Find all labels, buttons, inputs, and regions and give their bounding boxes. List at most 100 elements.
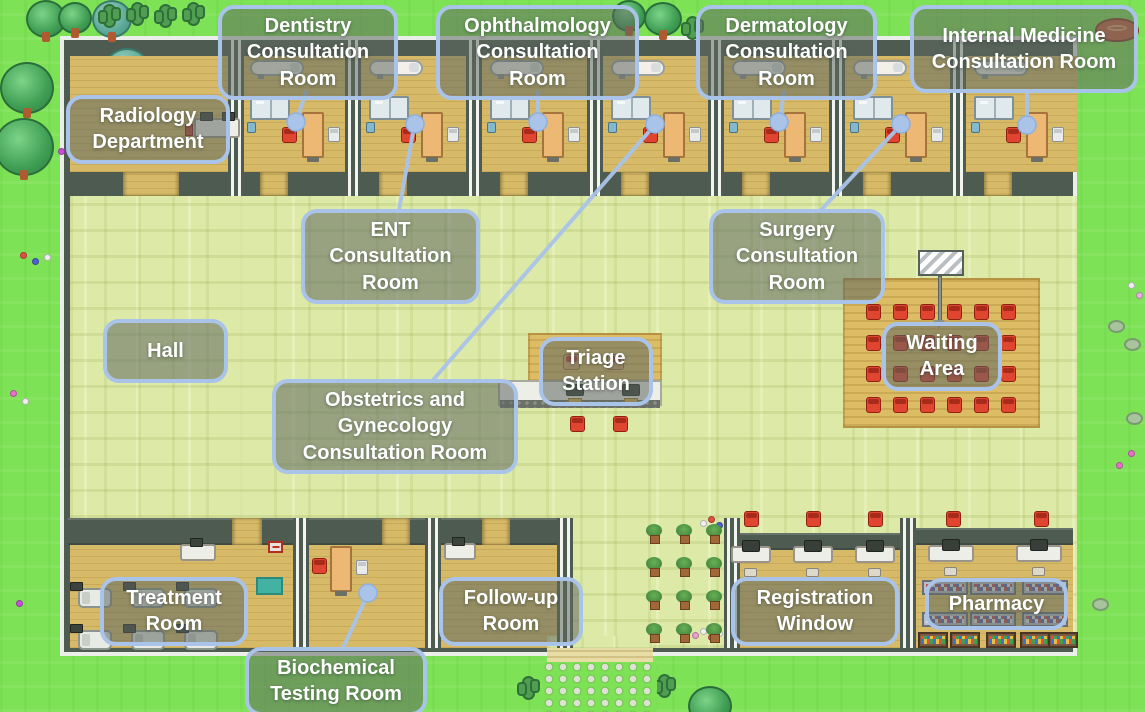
room-label-pharmacy: Pharmacy <box>925 578 1068 630</box>
bush-icon <box>1108 320 1125 333</box>
flower-icon <box>20 252 27 259</box>
waiting-chair-icon <box>1001 304 1016 320</box>
registration-monitor-icon <box>742 540 760 552</box>
followup-room-door <box>482 518 510 545</box>
registration-stool-icon <box>868 568 881 577</box>
potted-plant-icon <box>706 623 722 643</box>
consultation-room-door <box>500 172 528 196</box>
lab-desk-icon <box>330 546 352 596</box>
treatment-monitor-icon <box>190 538 203 547</box>
pharmacy-stool-icon <box>1032 567 1045 576</box>
consultation-desk-icon <box>784 112 806 162</box>
medicine-display-shelf-icon <box>950 632 980 648</box>
patient-chair-icon <box>401 127 416 143</box>
biochemical-room-door <box>382 518 410 545</box>
tree-icon <box>0 62 54 114</box>
cactus-icon <box>98 4 121 28</box>
consultation-room-door <box>621 172 649 196</box>
sink-icon <box>729 122 738 133</box>
cactus-icon <box>653 674 676 698</box>
room-label-hall: Hall <box>103 319 228 383</box>
radiology-door <box>123 172 179 196</box>
potted-plant-icon <box>676 524 692 544</box>
room-label-surgery: Surgery Consultation Room <box>709 209 885 305</box>
sink-icon <box>608 122 617 133</box>
consultation-desk-icon <box>421 112 443 162</box>
consultation-room-door <box>260 172 288 196</box>
treatment-room-door <box>232 518 262 545</box>
room-label-waiting: Waiting Area <box>882 322 1002 391</box>
room-label-triage: Triage Station <box>539 337 653 406</box>
consultation-desk-icon <box>905 112 927 162</box>
pharmacy-stool-icon <box>944 567 957 576</box>
bush-icon <box>1092 598 1109 611</box>
flower-icon <box>1128 450 1135 457</box>
consultation-desk-icon <box>663 112 685 162</box>
patient-chair-icon <box>282 127 297 143</box>
notice-board-icon <box>918 250 964 276</box>
potted-plant-icon <box>646 623 662 643</box>
waiting-chair-icon <box>947 304 962 320</box>
flower-icon <box>32 258 39 265</box>
potted-plant-icon <box>706 524 722 544</box>
waiting-chair-icon <box>947 397 962 413</box>
pharmacy-counter-wall <box>915 528 1073 545</box>
doctor-chair-icon <box>689 127 701 142</box>
sign-pole-icon <box>938 276 942 322</box>
room-label-dentistry: Dentistry Consultation Room <box>218 5 398 101</box>
flower-icon <box>692 632 699 639</box>
bedside-monitor-icon <box>70 582 83 591</box>
sink-icon <box>247 122 256 133</box>
waiting-chair-icon <box>866 335 881 351</box>
tree-icon <box>644 2 682 36</box>
lab-chair-icon <box>356 560 368 575</box>
room-label-ent: ENT Consultation Room <box>301 209 480 305</box>
patient-chair-icon <box>885 127 900 143</box>
entrance-path <box>543 662 657 712</box>
tree-icon <box>688 686 732 712</box>
flower-icon <box>700 520 707 527</box>
room-label-treatment: Treatment Room <box>100 577 248 646</box>
tree-icon <box>0 118 54 176</box>
consultation-desk-icon <box>542 112 564 162</box>
flower-icon <box>1116 462 1123 469</box>
registration-stool-icon <box>806 568 819 577</box>
supply-cabinet-icon <box>974 96 1014 120</box>
flower-icon <box>1136 292 1143 299</box>
patient-chair-icon <box>522 127 537 143</box>
potted-plant-icon <box>706 557 722 577</box>
waiting-chair-icon <box>893 304 908 320</box>
potted-plant-icon <box>676 557 692 577</box>
pharmacy-chair-icon <box>946 511 961 527</box>
patient-chair-icon <box>764 127 779 143</box>
room-label-radiology: Radiology Department <box>66 95 230 164</box>
waiting-chair-icon <box>866 304 881 320</box>
room-label-dermatology: Dermatology Consultation Room <box>696 5 877 101</box>
bedside-monitor-icon <box>70 624 83 633</box>
registration-stool-icon <box>744 568 757 577</box>
medicine-display-shelf-icon <box>986 632 1016 648</box>
room-label-registration: Registration Window <box>731 577 899 646</box>
room-label-biochemical: Biochemical Testing Room <box>245 647 427 712</box>
cactus-icon <box>517 676 540 700</box>
room-label-obgyn: Obstetrics and Gynecology Consultation R… <box>272 379 518 475</box>
waiting-chair-icon <box>866 366 881 382</box>
triage-visitor-chair-icon <box>613 416 628 432</box>
flower-icon <box>44 254 51 261</box>
flower-icon <box>22 398 29 405</box>
medicine-display-shelf-icon <box>1048 632 1078 648</box>
waiting-chair-icon <box>974 397 989 413</box>
potted-plant-icon <box>646 557 662 577</box>
consultation-room-door <box>984 172 1012 196</box>
flower-icon <box>10 390 17 397</box>
registration-chair-icon <box>806 511 821 527</box>
first-aid-kit-icon <box>268 541 283 553</box>
consultation-desk-icon <box>1026 112 1048 162</box>
doctor-chair-icon <box>810 127 822 142</box>
potted-plant-icon <box>676 623 692 643</box>
consultation-room-door <box>379 172 407 196</box>
waiting-chair-icon <box>920 397 935 413</box>
pharmacy-monitor-icon <box>942 539 960 551</box>
sink-icon <box>366 122 375 133</box>
